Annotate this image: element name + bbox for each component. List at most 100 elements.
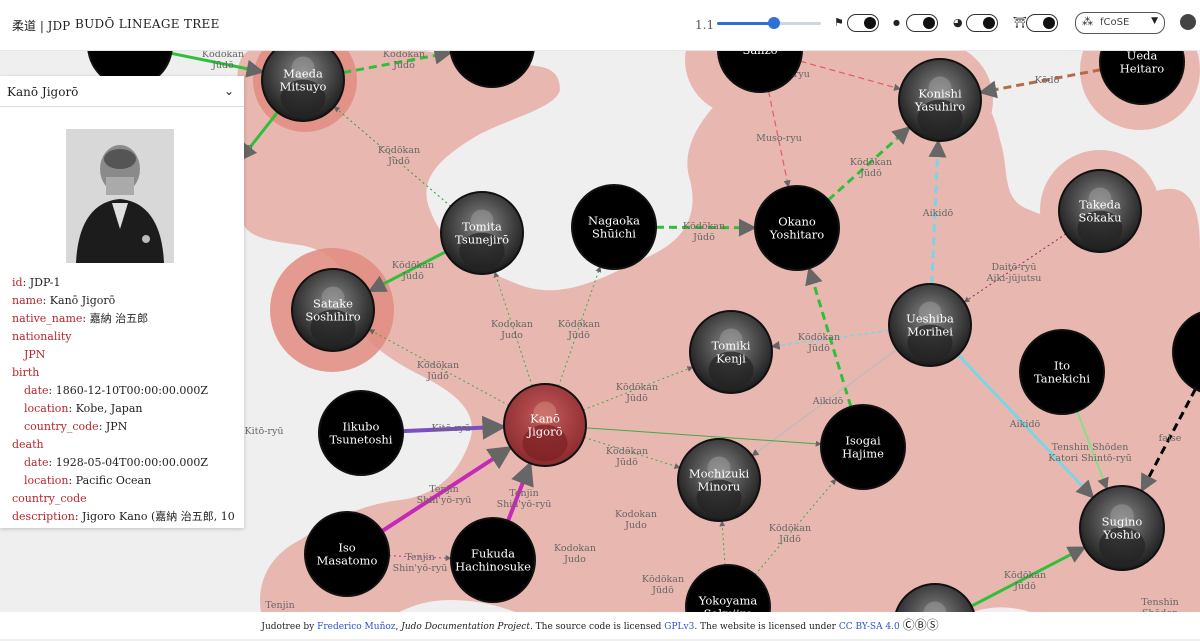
property-row: location: Kobe, Japan bbox=[12, 400, 242, 418]
layout-select-value: fCoSE bbox=[1100, 17, 1129, 28]
property-row: JPN bbox=[12, 346, 242, 364]
footer-middle: . The source code is licensed bbox=[530, 622, 664, 632]
author-link[interactable]: Frederico Muñoz bbox=[317, 622, 395, 632]
chevron-down-icon: ▼ bbox=[1151, 16, 1158, 26]
footer-prefix: Judotree by bbox=[261, 622, 317, 632]
graph-layout-icon: ⁂ bbox=[1082, 15, 1093, 28]
chevron-down-icon[interactable]: ⌄ bbox=[224, 84, 234, 98]
property-key: native_name bbox=[12, 312, 82, 325]
property-value: JPN bbox=[106, 420, 127, 433]
flags-switch[interactable] bbox=[847, 14, 879, 32]
cc-icons: ⒸⒷⓈ bbox=[903, 618, 939, 632]
project-name: Judo Documentation Project bbox=[401, 622, 530, 632]
brand-link[interactable]: 柔道 | JDP bbox=[12, 17, 70, 34]
property-value: JPN bbox=[24, 348, 45, 361]
property-value: Kanō Jigorō bbox=[50, 294, 115, 307]
edge-label: Tenjin bbox=[265, 600, 294, 611]
colors-switch[interactable] bbox=[966, 14, 998, 32]
zoom-value: 1.1 bbox=[695, 18, 714, 32]
property-value: JDP-1 bbox=[30, 276, 61, 289]
palette-icon: ◕ bbox=[953, 16, 963, 29]
property-row: location: Pacific Ocean bbox=[12, 472, 242, 490]
portrait-image bbox=[66, 129, 174, 263]
property-key: description bbox=[12, 510, 75, 523]
dots-switch[interactable] bbox=[906, 14, 938, 32]
torii-icon: ⛩ bbox=[1013, 16, 1027, 29]
property-row: country_code: JPN bbox=[12, 418, 242, 436]
edge-label: Muso-ryu bbox=[756, 133, 802, 144]
property-key: country_code bbox=[12, 492, 87, 505]
property-row: description: Jigoro Kano (嘉納 治五郎, 10 bbox=[12, 508, 242, 526]
edge-label: false bbox=[1159, 433, 1182, 444]
property-key: id bbox=[12, 276, 23, 289]
property-key: death bbox=[12, 438, 44, 451]
edge-label: Kōdō bbox=[1035, 75, 1060, 86]
property-row: date: 1928-05-04T00:00:00.000Z bbox=[12, 454, 242, 472]
property-key: country_code bbox=[24, 420, 99, 433]
property-key: date bbox=[24, 384, 49, 397]
property-value: 1928-05-04T00:00:00.000Z bbox=[56, 456, 208, 469]
property-value: 1860-12-10T00:00:00.000Z bbox=[56, 384, 208, 397]
panel-header[interactable]: Kanō Jigorō ⌄ bbox=[0, 76, 244, 107]
property-key: nationality bbox=[12, 330, 72, 343]
property-value: Pacific Ocean bbox=[76, 474, 151, 487]
property-key: birth bbox=[12, 366, 39, 379]
edge-label: Kitō-ryū bbox=[245, 426, 284, 437]
zoom-slider[interactable] bbox=[717, 16, 821, 30]
footer: Judotree by Frederico Muñoz, Judo Docume… bbox=[0, 612, 1200, 639]
panel-title: Kanō Jigorō bbox=[7, 85, 78, 99]
top-bar: 柔道 | JDP BUDŌ LINEAGE TREE 1.1 ⚑ ● ◕ ⛩ ⁂… bbox=[0, 0, 1200, 51]
property-row: birth bbox=[12, 364, 242, 382]
property-row: id: JDP-1 bbox=[12, 274, 242, 292]
footer-middle2: . The website is licensed under bbox=[694, 622, 839, 632]
cc-link[interactable]: CC BY-SA 4.0 bbox=[839, 622, 900, 632]
zoom-slider-fill bbox=[717, 22, 774, 25]
styles-switch[interactable] bbox=[1026, 14, 1058, 32]
property-value: 嘉納 治五郎 bbox=[90, 312, 149, 325]
property-value: Jigoro Kano (嘉納 治五郎, 10 bbox=[82, 510, 235, 523]
property-key: location bbox=[24, 474, 69, 487]
edge-label: Aikidō bbox=[1009, 419, 1041, 430]
property-row: date: 1860-12-10T00:00:00.000Z bbox=[12, 382, 242, 400]
app-title: BUDŌ LINEAGE TREE bbox=[75, 17, 220, 31]
zoom-slider-knob[interactable] bbox=[768, 17, 780, 29]
layout-select[interactable]: ⁂ fCoSE ▼ bbox=[1075, 12, 1165, 34]
edge-label: Aikidō bbox=[812, 396, 844, 407]
property-row: country_code bbox=[12, 490, 242, 508]
github-icon[interactable] bbox=[1180, 14, 1196, 30]
dot-icon: ● bbox=[893, 18, 900, 27]
flag-icon: ⚑ bbox=[834, 16, 844, 29]
property-key: location bbox=[24, 402, 69, 415]
property-row: nationality bbox=[12, 328, 242, 346]
property-row: native_name: 嘉納 治五郎 bbox=[12, 310, 242, 328]
gpl-link[interactable]: GPLv3 bbox=[664, 622, 694, 632]
